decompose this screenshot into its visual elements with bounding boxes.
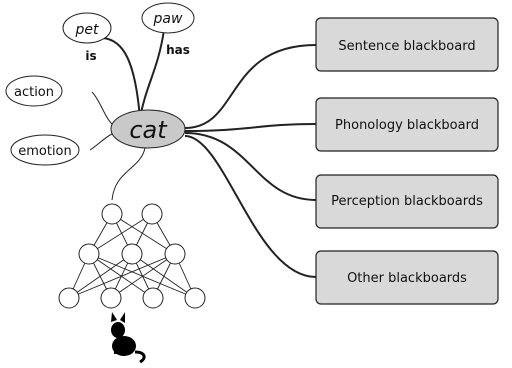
perception-blackboard-label: Perception blackboards bbox=[331, 194, 483, 209]
emotion-connector bbox=[89, 133, 113, 151]
network-edge bbox=[111, 213, 176, 255]
other-blackboard-box bbox=[315, 250, 499, 305]
emotion-label: emotion bbox=[18, 144, 72, 159]
network-node bbox=[101, 203, 123, 225]
is-relation-label: is bbox=[85, 49, 96, 63]
action-node bbox=[5, 75, 63, 107]
network-node bbox=[184, 287, 206, 309]
cat-node bbox=[110, 109, 186, 149]
pet-node bbox=[62, 12, 112, 44]
action-connector bbox=[91, 91, 113, 125]
sentence-blackboard-box bbox=[315, 17, 499, 72]
network-node bbox=[121, 243, 143, 265]
cat-label: cat bbox=[129, 116, 168, 144]
phonology-connector bbox=[184, 123, 317, 132]
other-blackboard-label: Other blackboards bbox=[347, 271, 467, 286]
network-node bbox=[141, 203, 163, 225]
has-connector bbox=[139, 29, 165, 119]
sentence-blackboard-label: Sentence blackboard bbox=[338, 39, 475, 54]
phonology-blackboard-box bbox=[315, 97, 499, 152]
network-edge bbox=[68, 253, 133, 299]
paw-node bbox=[141, 2, 195, 34]
network-edge bbox=[88, 253, 196, 299]
action-label: action bbox=[14, 85, 54, 100]
perception-connector bbox=[184, 132, 317, 201]
network-connector bbox=[111, 147, 146, 201]
emotion-node bbox=[10, 134, 80, 166]
is-connector bbox=[102, 37, 141, 119]
network-edge bbox=[110, 253, 176, 299]
neural-network bbox=[58, 203, 206, 309]
network-edge bbox=[68, 253, 176, 299]
network-node bbox=[100, 287, 122, 309]
other-connector bbox=[184, 135, 317, 278]
paw-label: paw bbox=[153, 11, 183, 27]
network-node bbox=[164, 243, 186, 265]
network-node bbox=[142, 287, 164, 309]
pet-label: pet bbox=[75, 22, 100, 38]
cat-silhouette-icon bbox=[111, 312, 146, 364]
network-edge bbox=[88, 213, 153, 255]
perception-blackboard-box bbox=[315, 174, 499, 229]
has-relation-label: has bbox=[166, 43, 190, 57]
sentence-connector bbox=[184, 44, 317, 129]
network-node bbox=[58, 287, 80, 309]
network-node bbox=[78, 243, 100, 265]
phonology-blackboard-label: Phonology blackboard bbox=[335, 118, 479, 133]
